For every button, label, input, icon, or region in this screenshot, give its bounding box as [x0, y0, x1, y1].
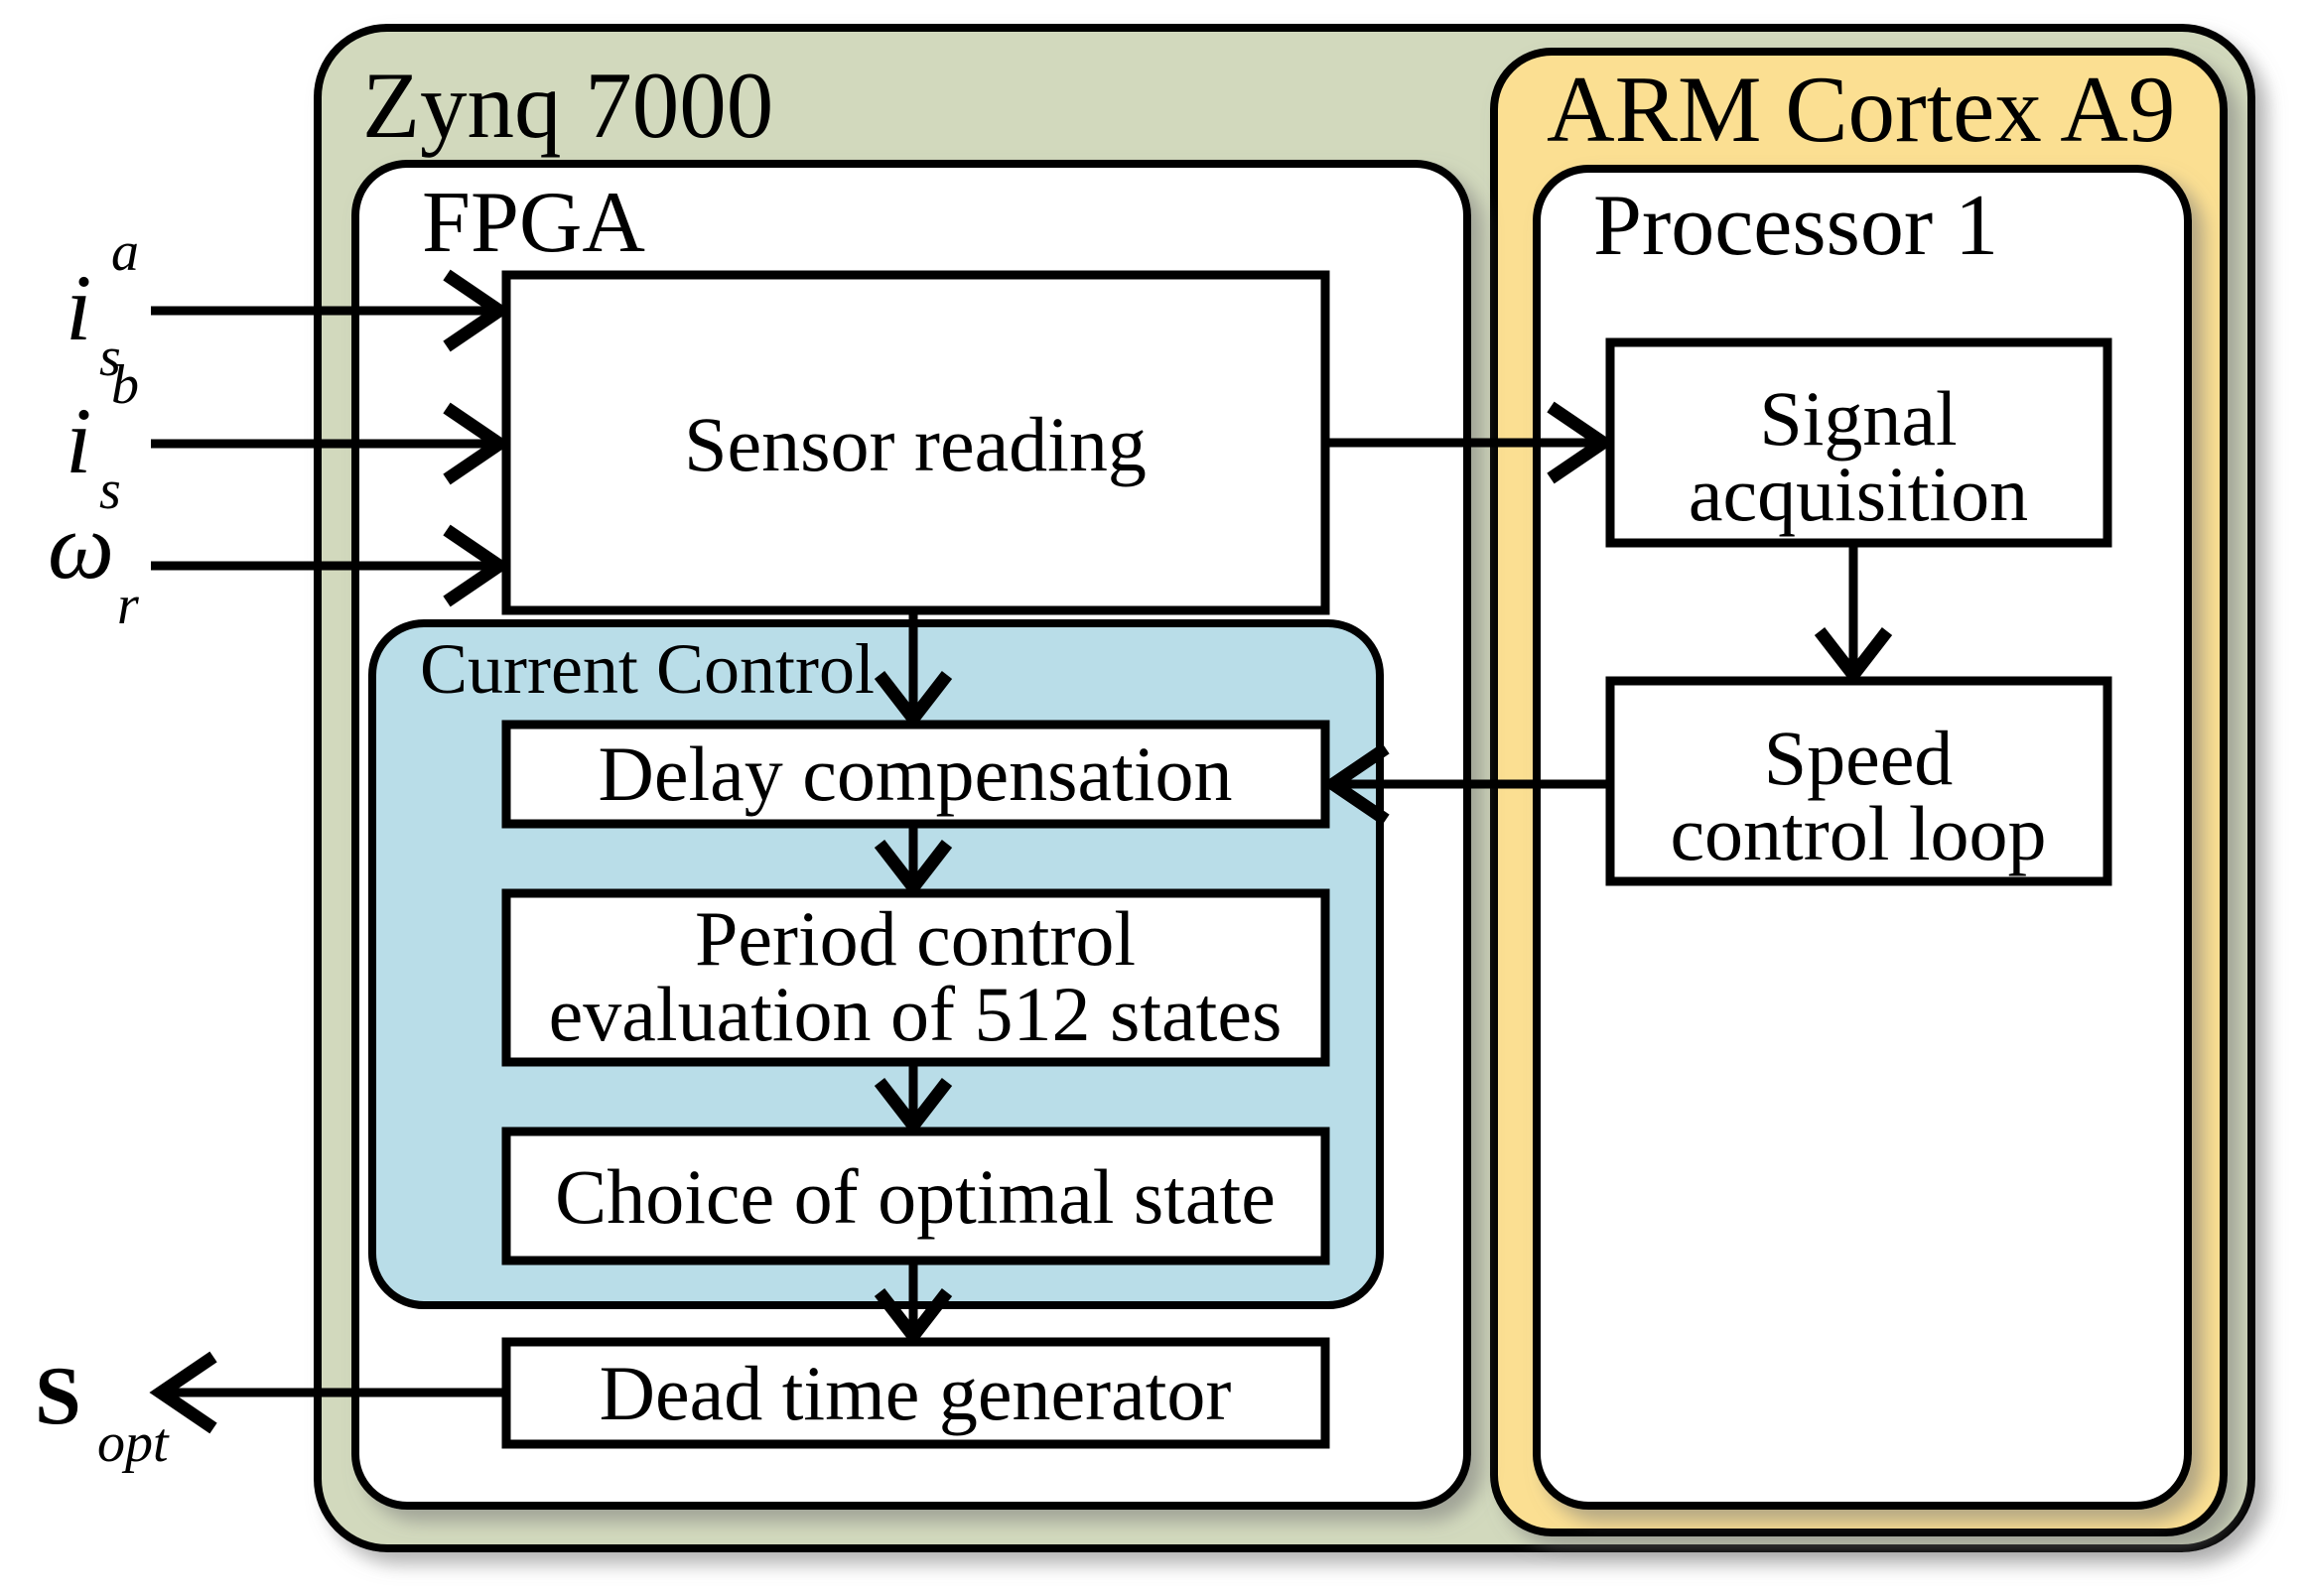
output-sopt-sub: opt	[97, 1412, 170, 1474]
speed-control-loop-label-line2: control loop	[1670, 790, 2046, 876]
speed-control-loop-block: Speed control loop	[1605, 676, 2112, 886]
period-control-box	[501, 888, 1330, 1067]
period-control-label-line2: evaluation of 512 states	[549, 971, 1283, 1057]
speed-control-loop-label-line1: Speed	[1764, 715, 1954, 801]
arrow-delay-to-period	[874, 824, 953, 898]
fpga-title: FPGA	[422, 175, 645, 271]
delay-compensation-block: Delay compensation	[501, 720, 1330, 829]
input-isa-sup: a	[111, 221, 139, 283]
current-control-title: Current Control	[420, 629, 875, 709]
signal-acquisition-label-line2: acquisition	[1689, 451, 2028, 537]
speed-control-loop-box	[1605, 676, 2112, 886]
input-isb-sub: s	[99, 460, 121, 521]
delay-compensation-label: Delay compensation	[599, 731, 1233, 817]
zynq-7000-title: Zynq 7000	[362, 53, 773, 158]
arrow-deadtime-to-output	[149, 1351, 504, 1434]
input-isb-sup: b	[111, 354, 139, 416]
input-label-omega-r: ω r	[48, 493, 139, 636]
choice-optimal-state-label: Choice of optimal state	[555, 1153, 1276, 1240]
signal-acquisition-label-line1: Signal	[1759, 375, 1957, 462]
arrow-period-to-choice	[874, 1062, 953, 1136]
arrow-signal-to-speed	[1814, 543, 1893, 686]
input-label-isa: i a s	[66, 221, 139, 388]
arrows	[149, 269, 1893, 1434]
delay-compensation-box	[501, 720, 1330, 829]
signal-acquisition-block: Signal acquisition	[1605, 337, 2112, 548]
arrow-sensor-to-delay	[874, 610, 953, 730]
sensor-reading-block: Sensor reading	[501, 270, 1330, 615]
input-isa-sub: s	[99, 327, 121, 388]
arrow-input-isa	[151, 269, 511, 352]
arrow-input-omega	[151, 524, 511, 607]
input-label-isb: i b s	[66, 354, 139, 521]
input-isa-base: i	[66, 255, 91, 360]
arrow-input-isb	[151, 402, 511, 485]
dead-time-generator-box	[501, 1337, 1330, 1449]
dead-time-generator-label: Dead time generator	[600, 1350, 1232, 1436]
input-omega-base: ω	[48, 493, 114, 598]
arm-cortex-a9-title: ARM Cortex A9	[1547, 57, 2175, 162]
arrow-speed-to-delay	[1321, 742, 1610, 826]
input-omega-sub: r	[117, 575, 139, 636]
dead-time-generator-block: Dead time generator	[501, 1337, 1330, 1449]
choice-optimal-state-block: Choice of optimal state	[501, 1127, 1330, 1265]
period-control-label-line1: Period control	[695, 895, 1136, 982]
processor-1-title: Processor 1	[1593, 178, 1998, 274]
arrow-choice-to-deadtime	[874, 1261, 953, 1347]
input-isb-base: i	[66, 388, 91, 493]
period-control-block: Period control evaluation of 512 states	[501, 888, 1330, 1067]
signal-acquisition-box	[1605, 337, 2112, 548]
output-label-sopt: S opt	[35, 1350, 170, 1474]
arrow-sensor-to-signal	[1325, 401, 1615, 484]
sensor-reading-label: Sensor reading	[684, 401, 1147, 487]
output-sopt-base: S	[35, 1350, 81, 1442]
